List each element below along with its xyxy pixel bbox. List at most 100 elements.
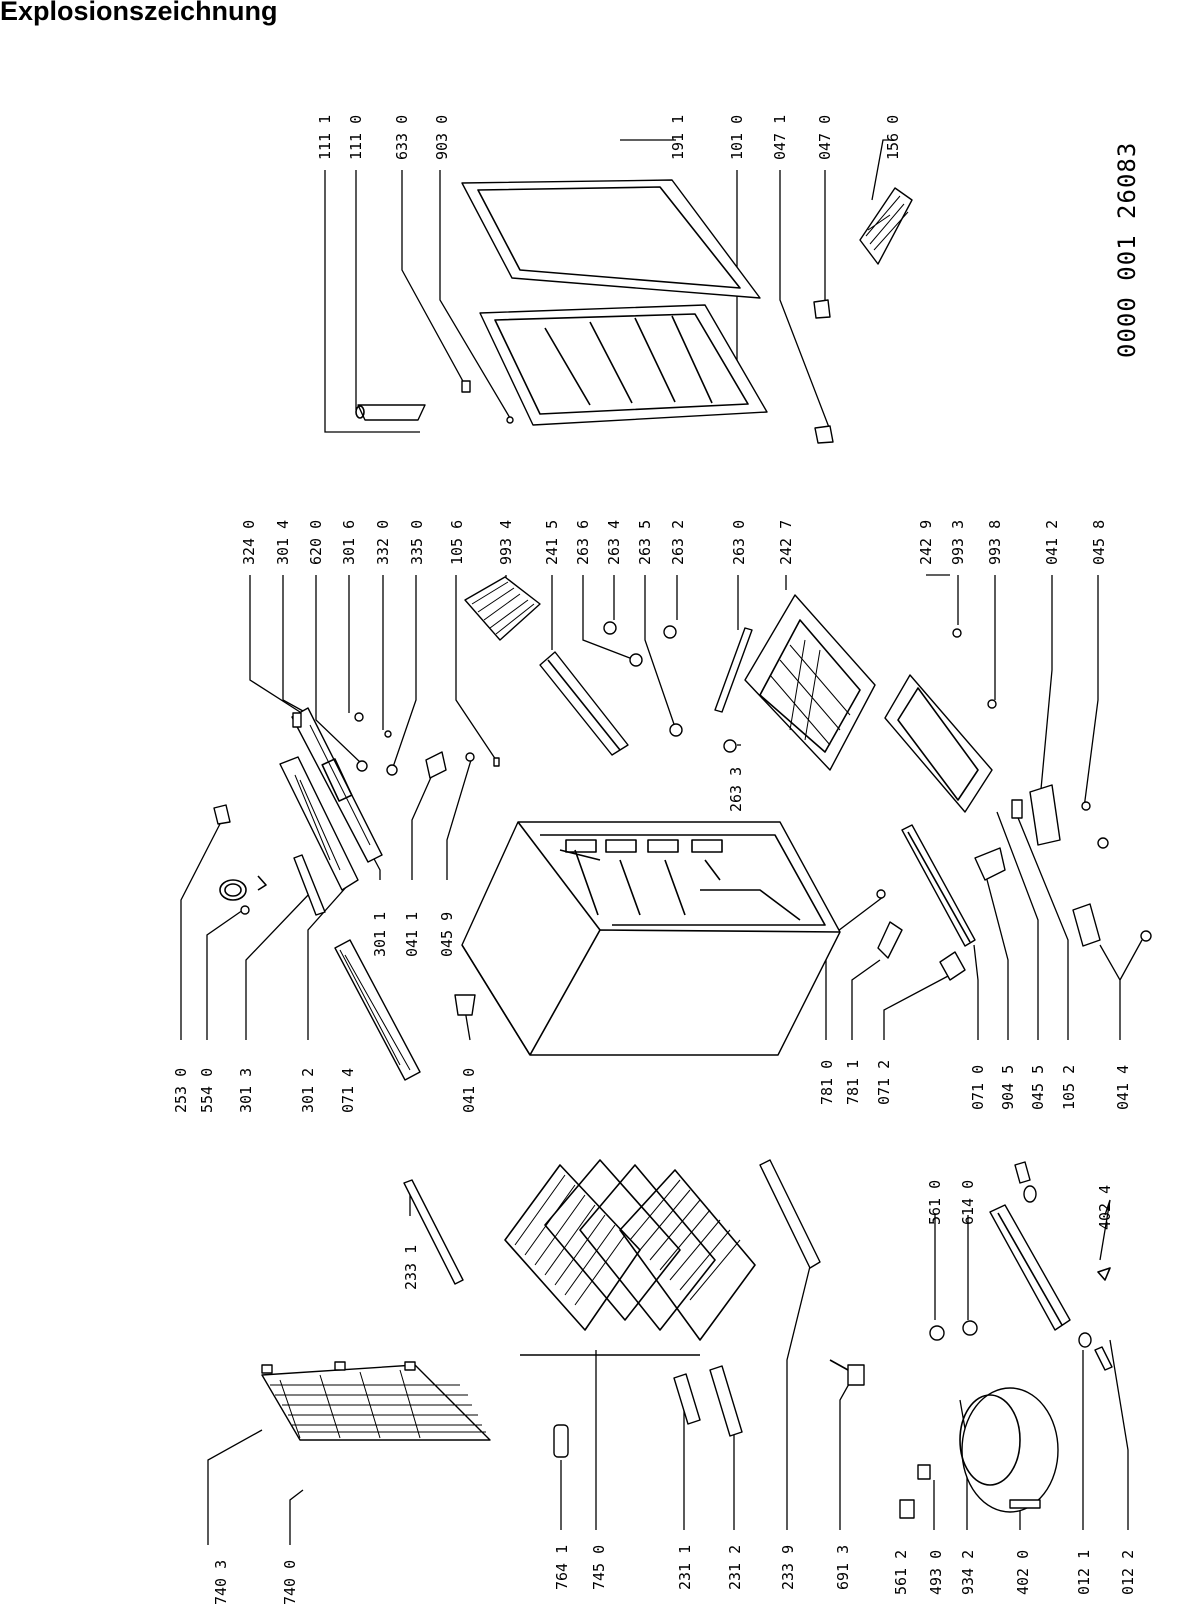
label-402-0: 402 0 [1014, 1550, 1032, 1595]
part-231-2 [709, 1365, 743, 1437]
label-620-0: 620 0 [307, 520, 325, 565]
label-041-2: 041 2 [1043, 520, 1061, 565]
part-993-8 [987, 699, 997, 709]
mounting-plate [989, 1204, 1071, 1331]
label-156-0: 156 0 [884, 115, 902, 160]
part-071-2 [939, 951, 966, 981]
ice-tray-156-0 [859, 187, 913, 265]
label-301-1: 301 1 [371, 912, 389, 957]
label-691-3: 691 3 [834, 1545, 852, 1590]
part-263-4 [603, 621, 617, 635]
door-frame-191-1 [461, 179, 761, 299]
label-231-1: 231 1 [676, 1545, 694, 1590]
label-241-5: 241 5 [543, 520, 561, 565]
document-number: 0000 001 26083 [1113, 142, 1141, 358]
label-561-2: 561 2 [892, 1550, 910, 1595]
label-071-2: 071 2 [875, 1060, 893, 1105]
part-620-0 [356, 760, 368, 772]
label-263-3: 263 3 [727, 767, 745, 812]
label-111-1: 111 1 [316, 115, 334, 160]
label-332-0: 332 0 [374, 520, 392, 565]
label-012-2: 012 2 [1119, 1550, 1137, 1595]
part-041-1 [425, 751, 447, 779]
inner-door-101-0 [479, 304, 768, 426]
label-993-8: 993 8 [986, 520, 1004, 565]
part-012-2 [1094, 1346, 1113, 1371]
label-561-0: 561 0 [926, 1180, 944, 1225]
part-041-0 [454, 994, 476, 1016]
cabinet-body [461, 821, 841, 1056]
label-105-2: 105 2 [1060, 1065, 1078, 1110]
label-633-0: 633 0 [393, 115, 411, 160]
part-263-5 [669, 723, 683, 737]
part-903-0 [506, 416, 514, 424]
label-903-0: 903 0 [433, 115, 451, 160]
label-012-1: 012 1 [1075, 1550, 1093, 1595]
rail-071-0 [901, 824, 976, 947]
part-263-3 [723, 739, 737, 753]
leader-lines [180, 139, 1143, 1545]
rail-233-1 [403, 1179, 464, 1285]
part-231-1 [673, 1373, 701, 1425]
part-561-2 [899, 1499, 915, 1519]
part-993-3 [952, 628, 962, 638]
label-071-4: 071 4 [339, 1068, 357, 1113]
part-047-1 [814, 425, 834, 444]
label-253-0: 253 0 [172, 1068, 190, 1113]
top-strip-301-1 [279, 756, 359, 891]
rail-233-9 [759, 1159, 821, 1269]
part-012-1 [1078, 1332, 1092, 1348]
part-263-0 [714, 627, 753, 713]
part-904-5 [974, 847, 1006, 881]
part-493-0 [917, 1464, 931, 1480]
part-number-labels: 740 3 740 0 764 1 745 0 231 1 231 2 233 … [172, 115, 1137, 1605]
part-041-4-b [1140, 930, 1152, 942]
label-301-6: 301 6 [340, 520, 358, 565]
label-740-0-b: 740 0 [281, 1560, 299, 1605]
label-233-9: 233 9 [779, 1545, 797, 1590]
label-764-1: 764 1 [553, 1545, 571, 1590]
evaporator-cover-993-4 [464, 576, 541, 641]
label-993-3: 993 3 [949, 520, 967, 565]
part-614-0 [962, 1320, 978, 1336]
part-781-1 [877, 921, 903, 959]
part-301-3 [293, 854, 326, 916]
label-301-4: 301 4 [274, 520, 292, 565]
part-633-0 [461, 380, 471, 393]
part-263-6 [629, 653, 643, 667]
label-047-1: 047 1 [771, 115, 789, 160]
label-047-0: 047 0 [816, 115, 834, 160]
label-045-5: 045 5 [1029, 1065, 1047, 1110]
label-301-2: 301 2 [299, 1068, 317, 1113]
drawer-242-9 [884, 674, 993, 813]
hinge-111-0 [355, 404, 426, 421]
part-041-4-a [1072, 903, 1101, 947]
compressor-402-0 [959, 1387, 1059, 1513]
label-242-9: 242 9 [917, 520, 935, 565]
label-934-2: 934 2 [959, 1550, 977, 1595]
label-745-0: 745 0 [590, 1545, 608, 1590]
label-993-4: 993 4 [497, 520, 515, 565]
label-071-0: 071 0 [969, 1065, 987, 1110]
label-904-5: 904 5 [999, 1065, 1017, 1110]
part-041-2 [1029, 784, 1061, 846]
label-740-3: 740 3 [212, 1560, 230, 1605]
part-263-2 [663, 625, 677, 639]
part-335-0 [386, 764, 398, 776]
label-263-5: 263 5 [636, 520, 654, 565]
page-title: Explosionszeichnung [0, 0, 278, 26]
label-263-6: 263 6 [574, 520, 592, 565]
label-614-0: 614 0 [959, 1180, 977, 1225]
part-402-4-b [1023, 1185, 1037, 1203]
label-242-7: 242 7 [777, 520, 795, 565]
label-301-3: 301 3 [237, 1068, 255, 1113]
condenser-740-0 [261, 1361, 491, 1441]
label-781-0: 781 0 [818, 1060, 836, 1105]
part-324-0 [292, 712, 302, 728]
label-263-4: 263 4 [605, 520, 623, 565]
label-045-8: 045 8 [1090, 520, 1108, 565]
part-554-0 [219, 875, 267, 915]
wire-shelves-745-0 [504, 1159, 756, 1356]
part-045-5 [1011, 799, 1023, 819]
